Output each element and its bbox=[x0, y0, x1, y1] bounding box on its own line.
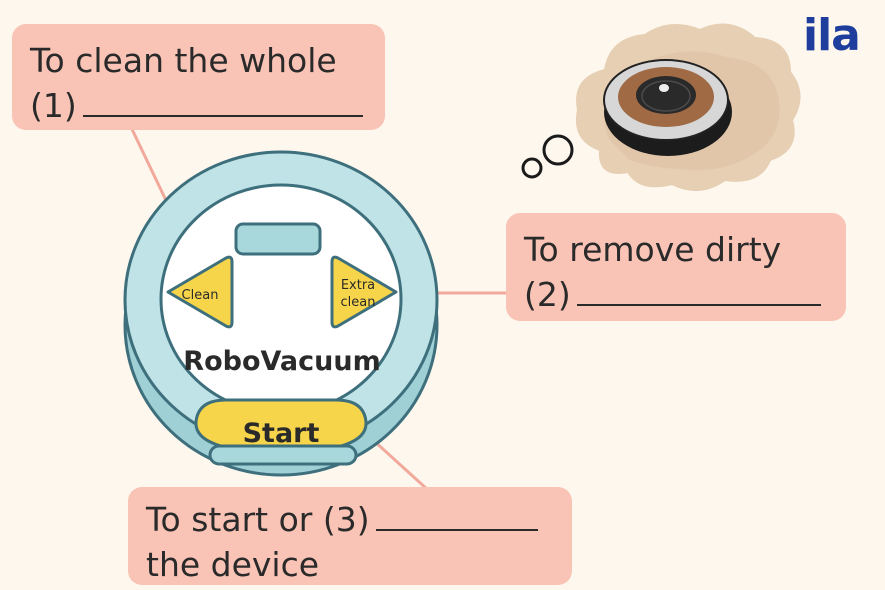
callout-3-line1: To start or (3) bbox=[146, 500, 370, 539]
thought-dot-small bbox=[521, 157, 543, 179]
robot-vacuum-photo bbox=[576, 23, 801, 191]
answer-blank-3[interactable] bbox=[375, 499, 538, 531]
callout-2-line2: (2) bbox=[524, 275, 571, 314]
extra-clean-label-line1: Extra bbox=[341, 278, 375, 293]
callout-3-line1-row: To start or (3) bbox=[146, 497, 554, 542]
answer-blank-1[interactable] bbox=[82, 85, 363, 117]
callout-clean-whole: To clean the whole (1) bbox=[12, 24, 385, 130]
extra-clean-label-line2: clean bbox=[341, 295, 376, 310]
callout-3-line2: the device bbox=[146, 545, 320, 584]
extra-clean-button[interactable] bbox=[330, 255, 398, 329]
start-button-label: Start bbox=[243, 418, 320, 449]
display-screen bbox=[234, 222, 322, 256]
clean-button-label: Clean bbox=[182, 288, 219, 303]
robot-vacuum-device bbox=[123, 150, 439, 477]
callout-1-line2: (1) bbox=[30, 86, 77, 125]
device-name: RoboVacuum bbox=[183, 346, 380, 377]
callout-start-device: To start or (3) the device bbox=[128, 487, 572, 585]
callout-2-line1: To remove dirty bbox=[524, 230, 782, 269]
thought-dot-large bbox=[542, 134, 574, 166]
callout-1-line2-row: (1) bbox=[30, 83, 367, 128]
clean-button[interactable] bbox=[166, 255, 234, 329]
ila-logo: ila bbox=[803, 10, 861, 61]
callout-remove-dirty: To remove dirty (2) bbox=[506, 213, 846, 321]
answer-blank-2[interactable] bbox=[576, 274, 821, 306]
callout-2-line2-row: (2) bbox=[524, 272, 828, 317]
bottom-slot bbox=[208, 444, 358, 466]
callout-1-line1: To clean the whole bbox=[30, 41, 337, 80]
